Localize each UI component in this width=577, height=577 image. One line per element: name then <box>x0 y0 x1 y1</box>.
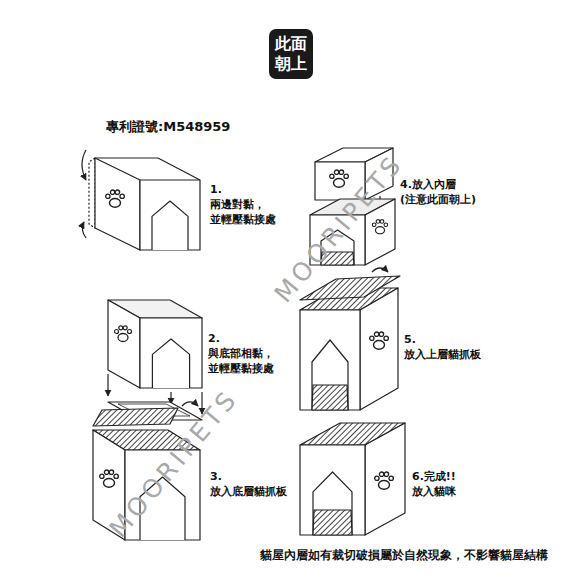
step-caption: 4.放入內層 (注意此面朝上) <box>400 178 476 208</box>
step-caption: 6.完成!!放入貓咪 <box>412 470 456 500</box>
patent-number: 專利證號:M548959 <box>106 118 230 136</box>
step-caption: 3.放入底層貓抓板 <box>210 470 287 500</box>
footnote: 貓屋內層如有裁切破損屬於自然現象，不影響貓屋結構 <box>260 548 548 564</box>
orientation-tag: 此面 朝上 <box>269 29 313 79</box>
step-caption: 2.與底部相黏， 並輕壓黏接處 <box>208 332 274 377</box>
step-caption: 5.放入上層貓抓板 <box>404 333 481 363</box>
step-caption: 1.兩邊對黏， 並輕壓黏接處 <box>210 183 276 228</box>
tag-text: 此面 朝上 <box>275 34 307 74</box>
